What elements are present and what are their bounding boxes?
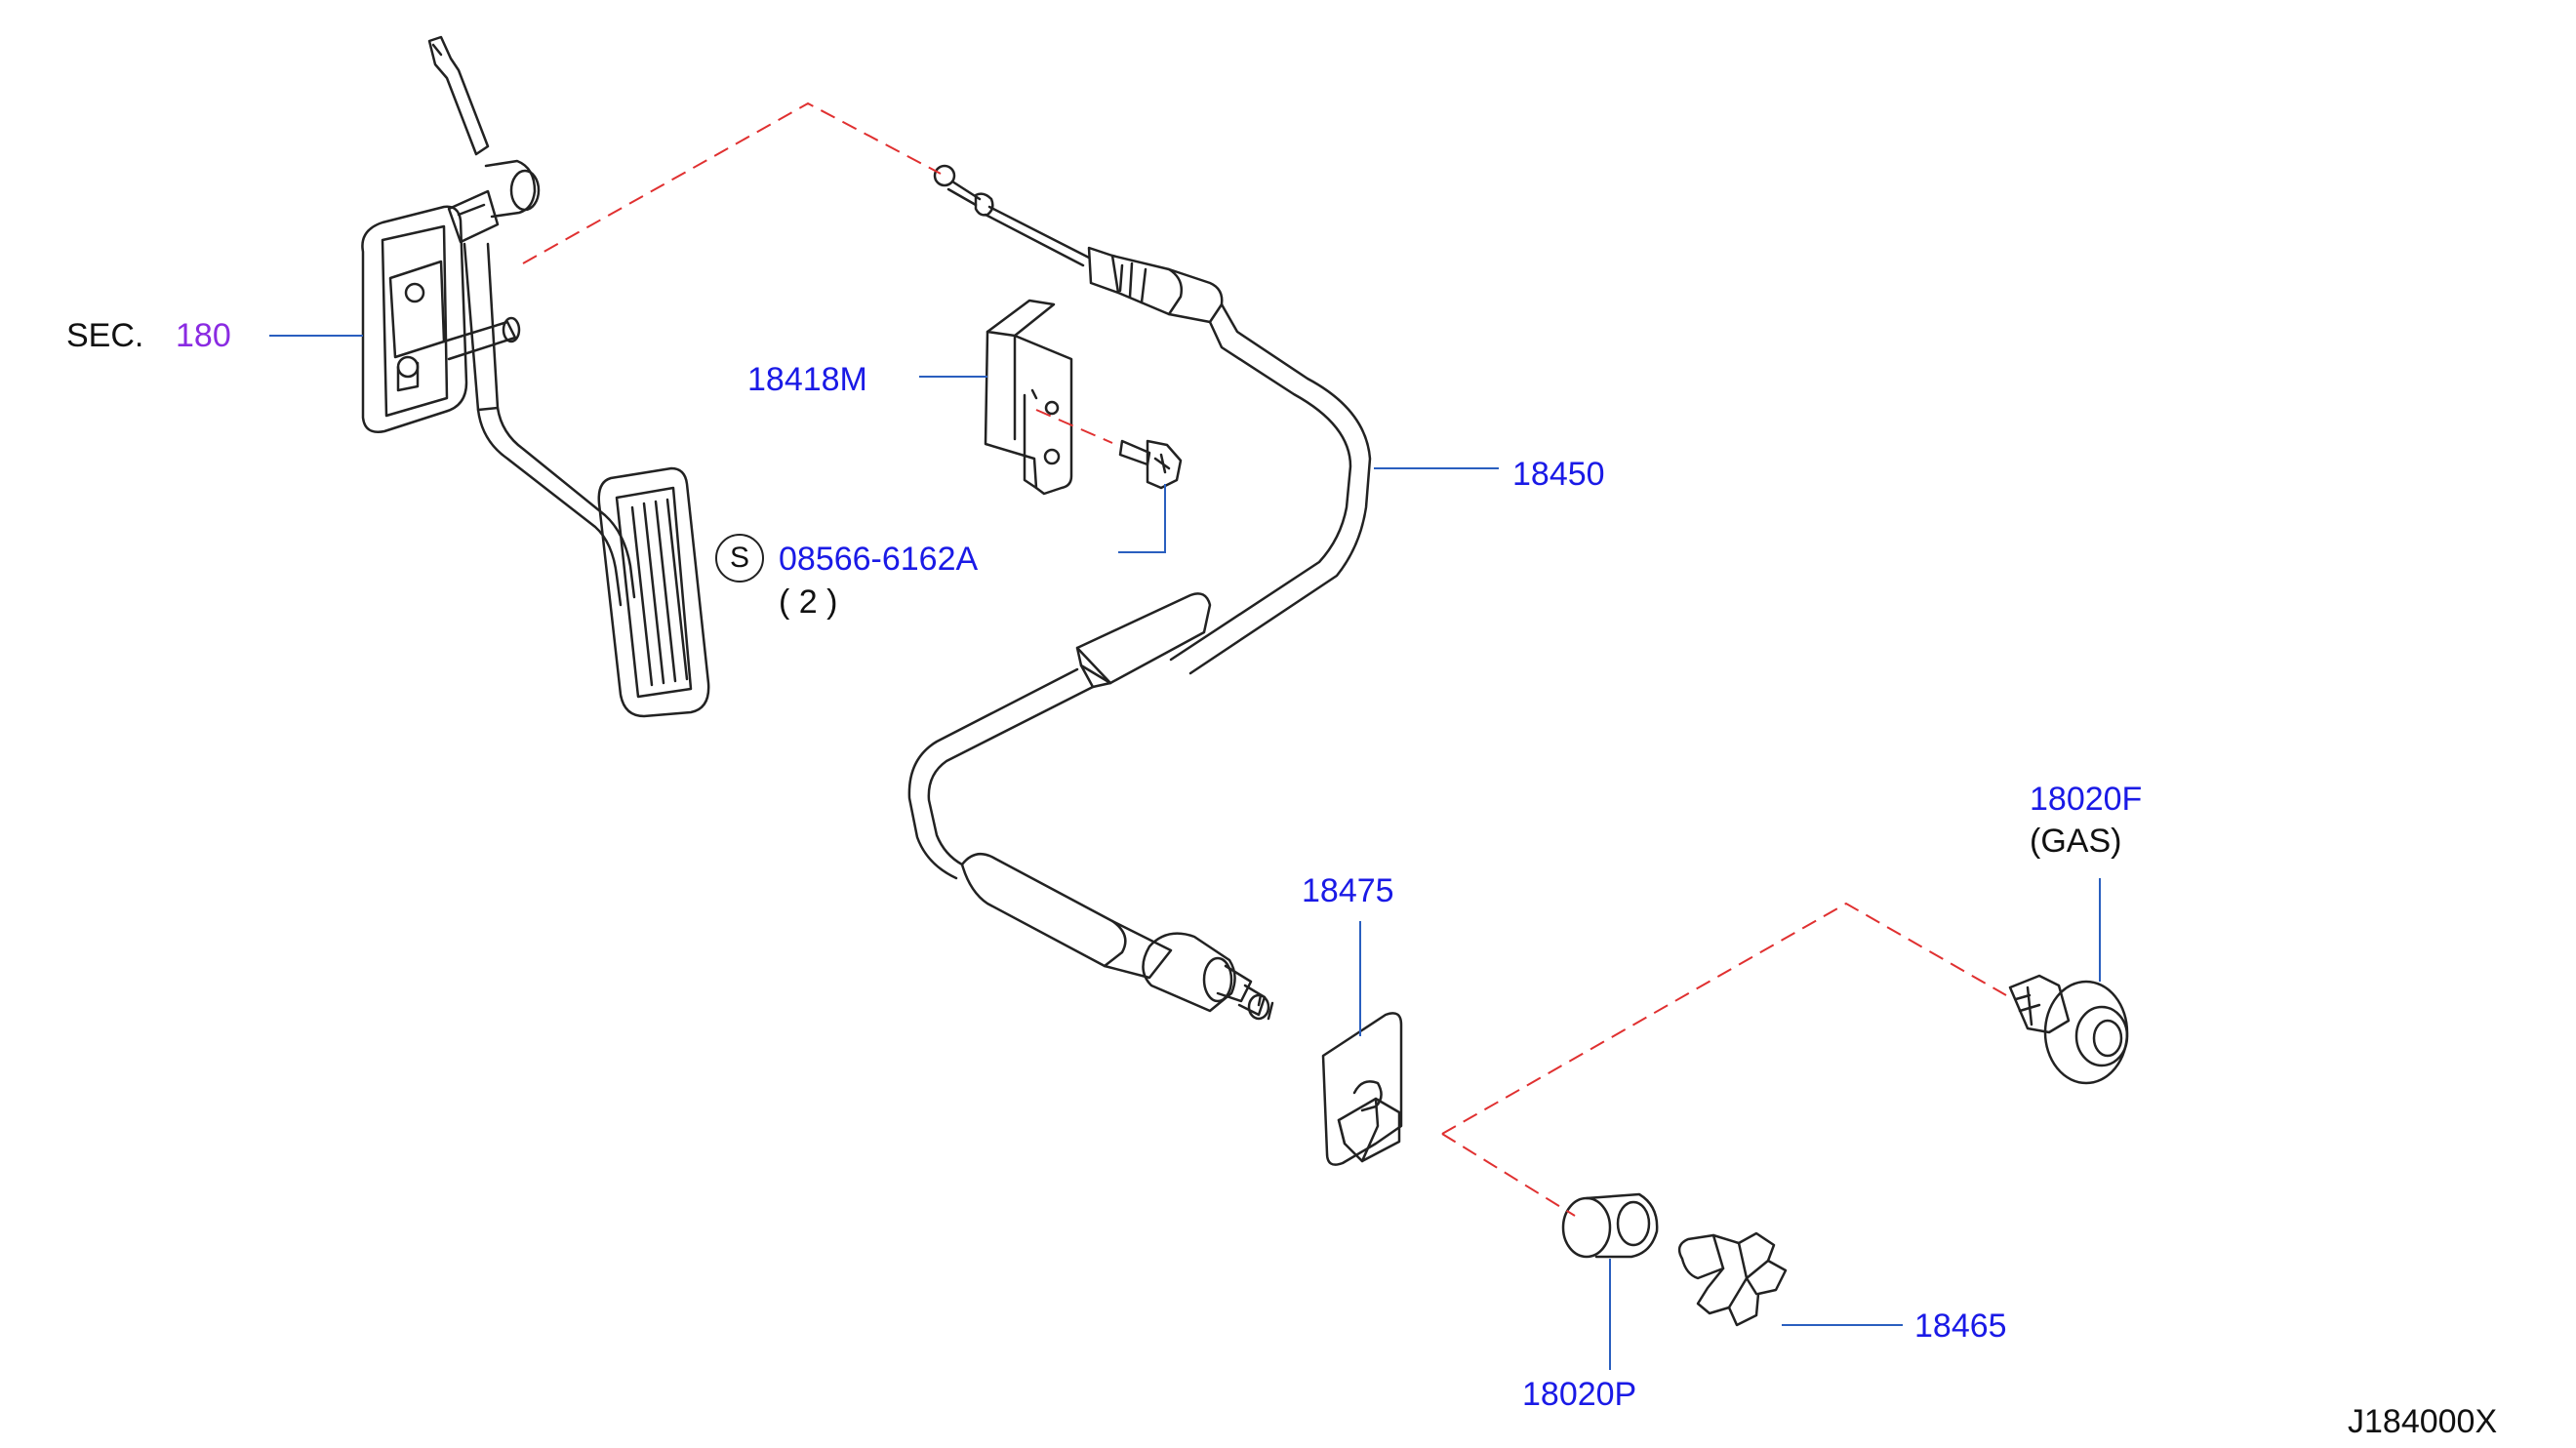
alignment-dashes — [522, 101, 2007, 1217]
part-number-18020p[interactable]: 18020P — [1522, 1376, 1637, 1413]
bracket-18418m — [984, 299, 1073, 496]
part-number-18450[interactable]: 18450 — [1512, 456, 1605, 493]
section-prefix: SEC. — [66, 317, 144, 354]
plate-18475 — [1321, 1012, 1403, 1166]
bolt-08566-6162a — [1118, 439, 1183, 490]
diagram-code: J184000X — [2348, 1403, 2498, 1440]
accelerator-cable-18450 — [907, 164, 1372, 1021]
grommet-18020f — [2008, 974, 2129, 1085]
part-quantity-08566-6162a: ( 2 ) — [779, 583, 838, 621]
clip-18465 — [1677, 1231, 1788, 1327]
part-number-18020f[interactable]: 18020F — [2030, 781, 2143, 818]
standard-part-symbol: S — [715, 534, 764, 583]
section-number-link[interactable]: 180 — [176, 317, 231, 354]
part-number-18465[interactable]: 18465 — [1914, 1307, 2007, 1345]
part-number-18475[interactable]: 18475 — [1302, 872, 1394, 909]
leader-lines — [269, 335, 2101, 1370]
grommet-18020p — [1561, 1192, 1659, 1259]
part-number-18418m[interactable]: 18418M — [747, 361, 867, 398]
part-number-08566-6162a[interactable]: 08566-6162A — [779, 541, 979, 578]
accelerator-pedal-assembly — [361, 35, 710, 718]
part-note-gas: (GAS) — [2030, 823, 2122, 860]
